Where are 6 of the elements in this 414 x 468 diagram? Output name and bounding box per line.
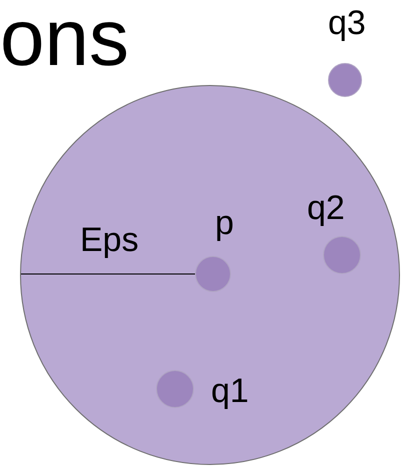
title-text: ons [0,0,129,78]
point-label: q1 [211,374,249,408]
point-label: q3 [328,6,366,40]
radius-label: Eps [80,223,139,257]
point-label: q2 [307,191,345,225]
point-label: p [215,206,234,240]
